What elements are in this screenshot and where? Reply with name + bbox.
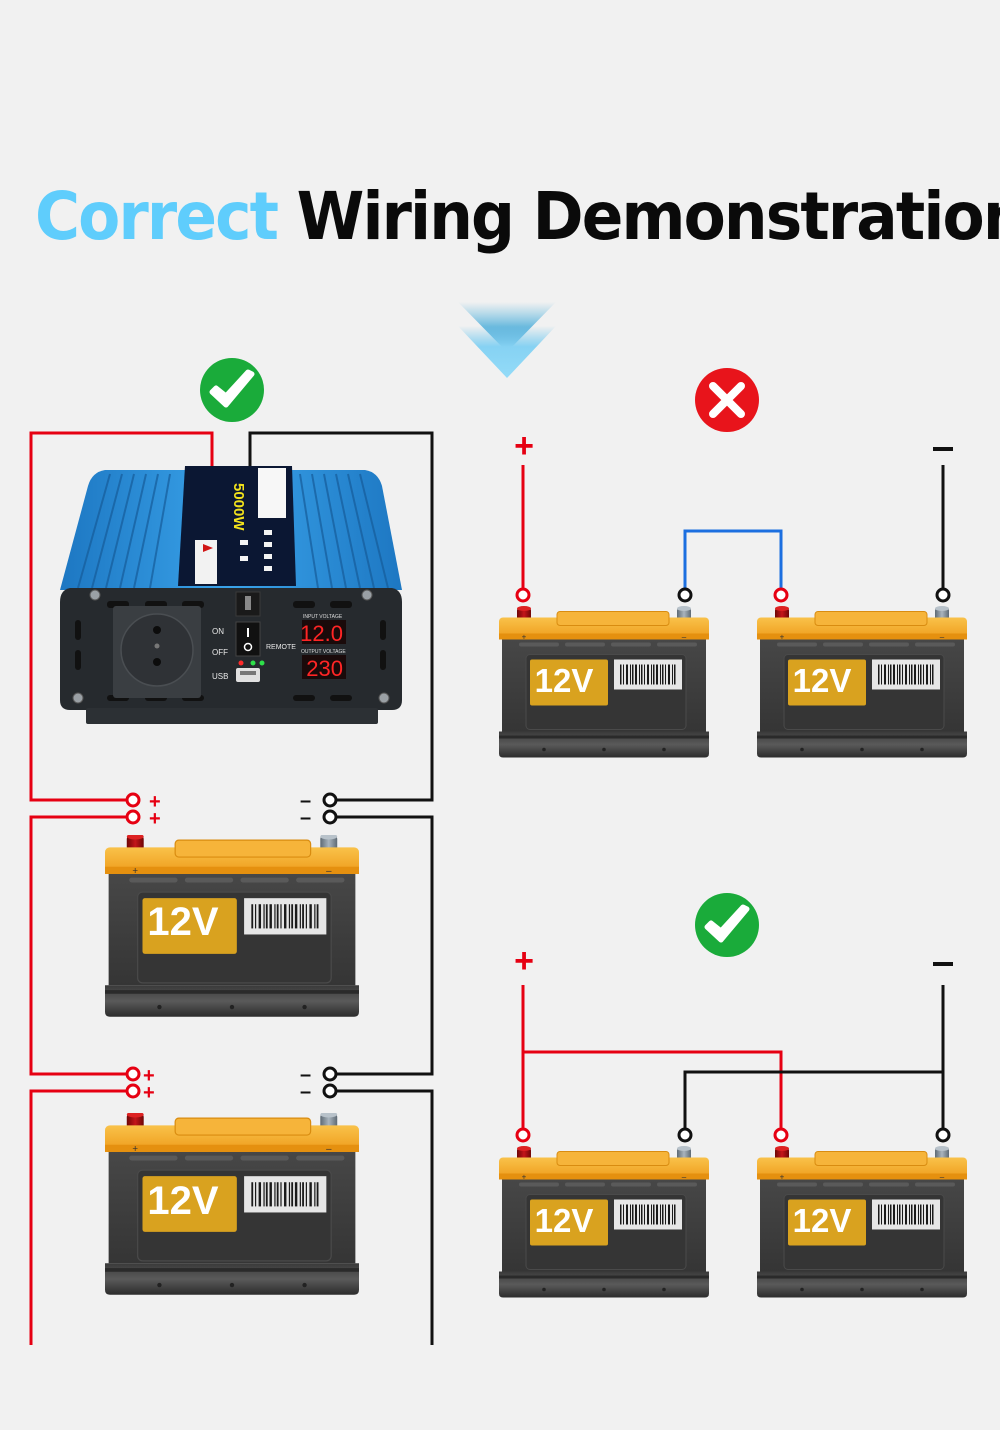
minus-sign: – [300, 790, 311, 812]
negative-wire [248, 431, 434, 802]
inverter: 5000W ON OFF USB [60, 466, 402, 724]
battery: 12V [757, 1145, 967, 1299]
usb-label: USB [212, 672, 228, 681]
remote-label: REMOTE [266, 644, 296, 651]
switch-on-label: ON [212, 627, 224, 636]
output-voltage-label: OUTPUT VOLTAGE [301, 649, 346, 655]
plus-sign: + [149, 808, 161, 830]
plus-sign: + [143, 1082, 155, 1104]
battery-voltage-label: 12V [535, 662, 594, 699]
minus-sign [933, 962, 953, 966]
inverter-power-label: 5000W [230, 483, 247, 531]
positive-wire [29, 815, 128, 1076]
battery-voltage-label: 12V [793, 662, 852, 699]
battery: 12V [757, 605, 967, 759]
series-wires [521, 465, 945, 588]
plus-sign: + [149, 791, 161, 813]
battery: 12V [499, 605, 709, 759]
bridge-wire [683, 529, 783, 588]
parallel-wires [521, 985, 945, 1129]
down-chevron-icon [458, 302, 556, 378]
negative-wire [683, 1070, 943, 1129]
battery-voltage-label: 12V [793, 1202, 852, 1239]
plus-sign: + [514, 427, 534, 465]
input-voltage-label: INPUT VOLTAGE [303, 614, 343, 620]
positive-wire [523, 1050, 783, 1129]
plus-sign: + [143, 1065, 155, 1087]
output-voltage-value: 230 [306, 656, 343, 681]
battery-voltage-label: 12V [147, 900, 218, 944]
check-circle-icon [200, 358, 264, 422]
battery: 12V [105, 835, 359, 1017]
positive-wire [29, 431, 214, 802]
switch-off-label: OFF [212, 648, 228, 657]
power-switch [235, 621, 261, 657]
negative-wire [335, 1089, 434, 1345]
terminal-connectors [515, 1127, 951, 1143]
battery-voltage-label: 12V [147, 1179, 218, 1223]
title-rest: Wiring Demonstration [277, 178, 1000, 255]
battery: 12V [499, 1145, 709, 1299]
terminal-signs: + + – – + + – – [143, 790, 311, 1104]
positive-wire [29, 1089, 128, 1345]
battery: 12V [105, 1113, 359, 1295]
battery-voltage-label: 12V [535, 1202, 594, 1239]
input-voltage-value: 12.0 [300, 621, 343, 646]
title-accent-word: Correct [35, 178, 279, 255]
negative-wire [335, 815, 434, 1076]
check-circle-icon [695, 893, 759, 957]
x-circle-icon [695, 368, 759, 432]
minus-sign: – [300, 1064, 311, 1086]
ac-socket [113, 606, 201, 698]
inverter-wires [29, 431, 434, 1345]
minus-sign: – [300, 807, 311, 829]
plus-sign: + [514, 942, 534, 980]
terminal-connectors [515, 587, 951, 603]
page-title: Correct Wiring Demonstration [35, 178, 1000, 255]
minus-sign [933, 447, 953, 451]
terminal-connectors [125, 792, 338, 1099]
minus-sign: – [300, 1081, 311, 1103]
